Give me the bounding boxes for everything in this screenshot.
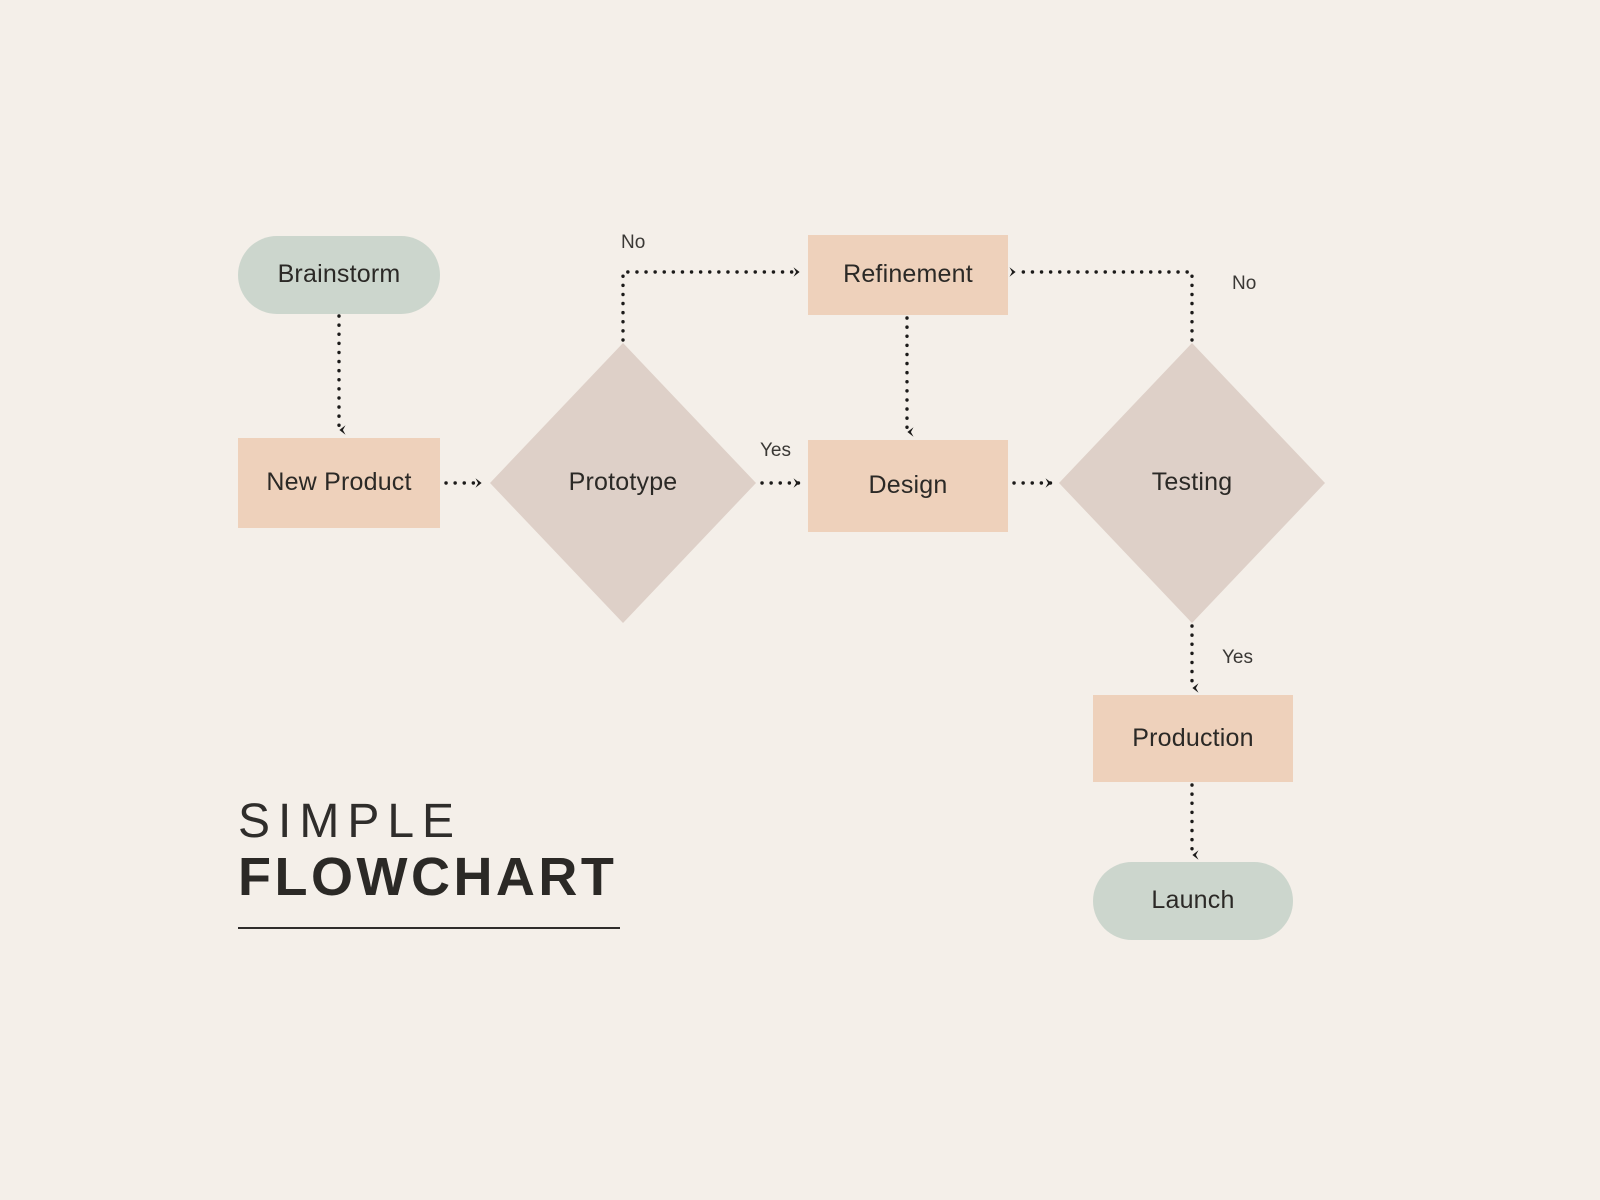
edge-label-testing-yes: Yes — [1222, 647, 1253, 668]
edge-testing-no-to-refinement — [1009, 267, 1194, 342]
node-design[interactable]: Design — [808, 440, 1008, 532]
node-prototype[interactable]: Prototype — [490, 343, 756, 623]
node-new-product[interactable]: New Product — [238, 438, 440, 528]
node-refinement[interactable]: Refinement — [808, 235, 1008, 315]
page-title-line2: FLOWCHART — [238, 846, 618, 907]
node-testing[interactable]: Testing — [1059, 343, 1325, 623]
node-production[interactable]: Production — [1093, 695, 1293, 782]
node-launch[interactable]: Launch — [1093, 862, 1293, 940]
page-title-line1: SIMPLE — [238, 795, 463, 848]
node-testing-label: Testing — [1151, 468, 1233, 497]
edge-label-prototype-no: No — [621, 232, 646, 253]
node-brainstorm[interactable]: Brainstorm — [238, 236, 440, 314]
node-refinement-label: Refinement — [843, 260, 973, 289]
node-launch-label: Launch — [1151, 886, 1235, 915]
node-prototype-label: Prototype — [568, 468, 678, 497]
title-divider — [238, 927, 620, 930]
edge-label-prototype-yes: Yes — [760, 440, 791, 461]
edge-label-testing-no: No — [1232, 273, 1257, 294]
node-production-label: Production — [1132, 723, 1254, 752]
edge-prototype-no-to-refinement — [621, 267, 802, 342]
node-brainstorm-label: Brainstorm — [277, 260, 401, 289]
node-design-label: Design — [868, 471, 948, 500]
title-block: SIMPLE FLOWCHART — [238, 795, 758, 930]
node-new-product-label: New Product — [266, 468, 412, 497]
